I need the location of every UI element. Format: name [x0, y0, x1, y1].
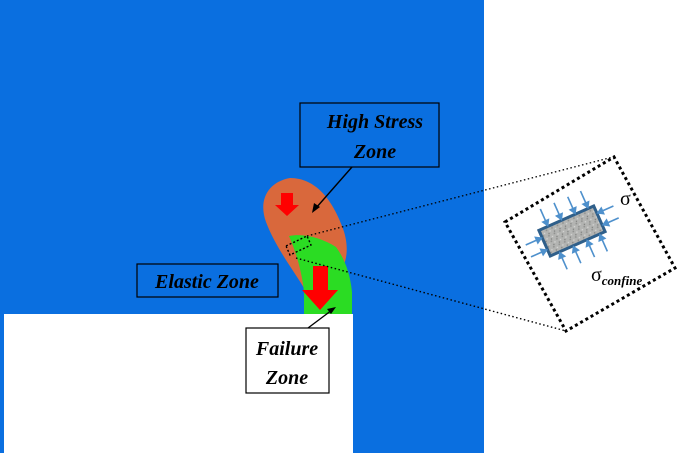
down-arrow-icon [275, 193, 299, 216]
failure-label-box [245, 327, 330, 394]
failure-pointer-head [327, 307, 336, 314]
projection-line-top [306, 156, 614, 237]
elastic-label: Elastic Zone [154, 271, 259, 293]
sigma-confine-subscript: confine [602, 273, 643, 288]
high-stress-pointer [315, 166, 353, 209]
high-stress-label-box [299, 102, 440, 168]
elastic-label-box [136, 263, 279, 298]
high-stress-pointer-head [312, 203, 320, 213]
failure-label-line2: Zone [265, 367, 308, 389]
projection-line-bottom [295, 257, 567, 332]
element-marker [285, 235, 312, 256]
failure-pointer [307, 309, 333, 329]
down-arrow-icon [302, 266, 338, 310]
high-stress-label-line2: Zone [353, 141, 396, 163]
sigma-confine-label: σconfine [591, 264, 642, 288]
sigma-label: σ [620, 188, 631, 210]
confined-specimen [525, 190, 620, 270]
specimen-block [536, 204, 608, 258]
high-stress-label-line1: High Stress [326, 111, 423, 133]
inward-arrow-icon [525, 190, 620, 270]
failure-label-line1: Failure [255, 338, 318, 360]
